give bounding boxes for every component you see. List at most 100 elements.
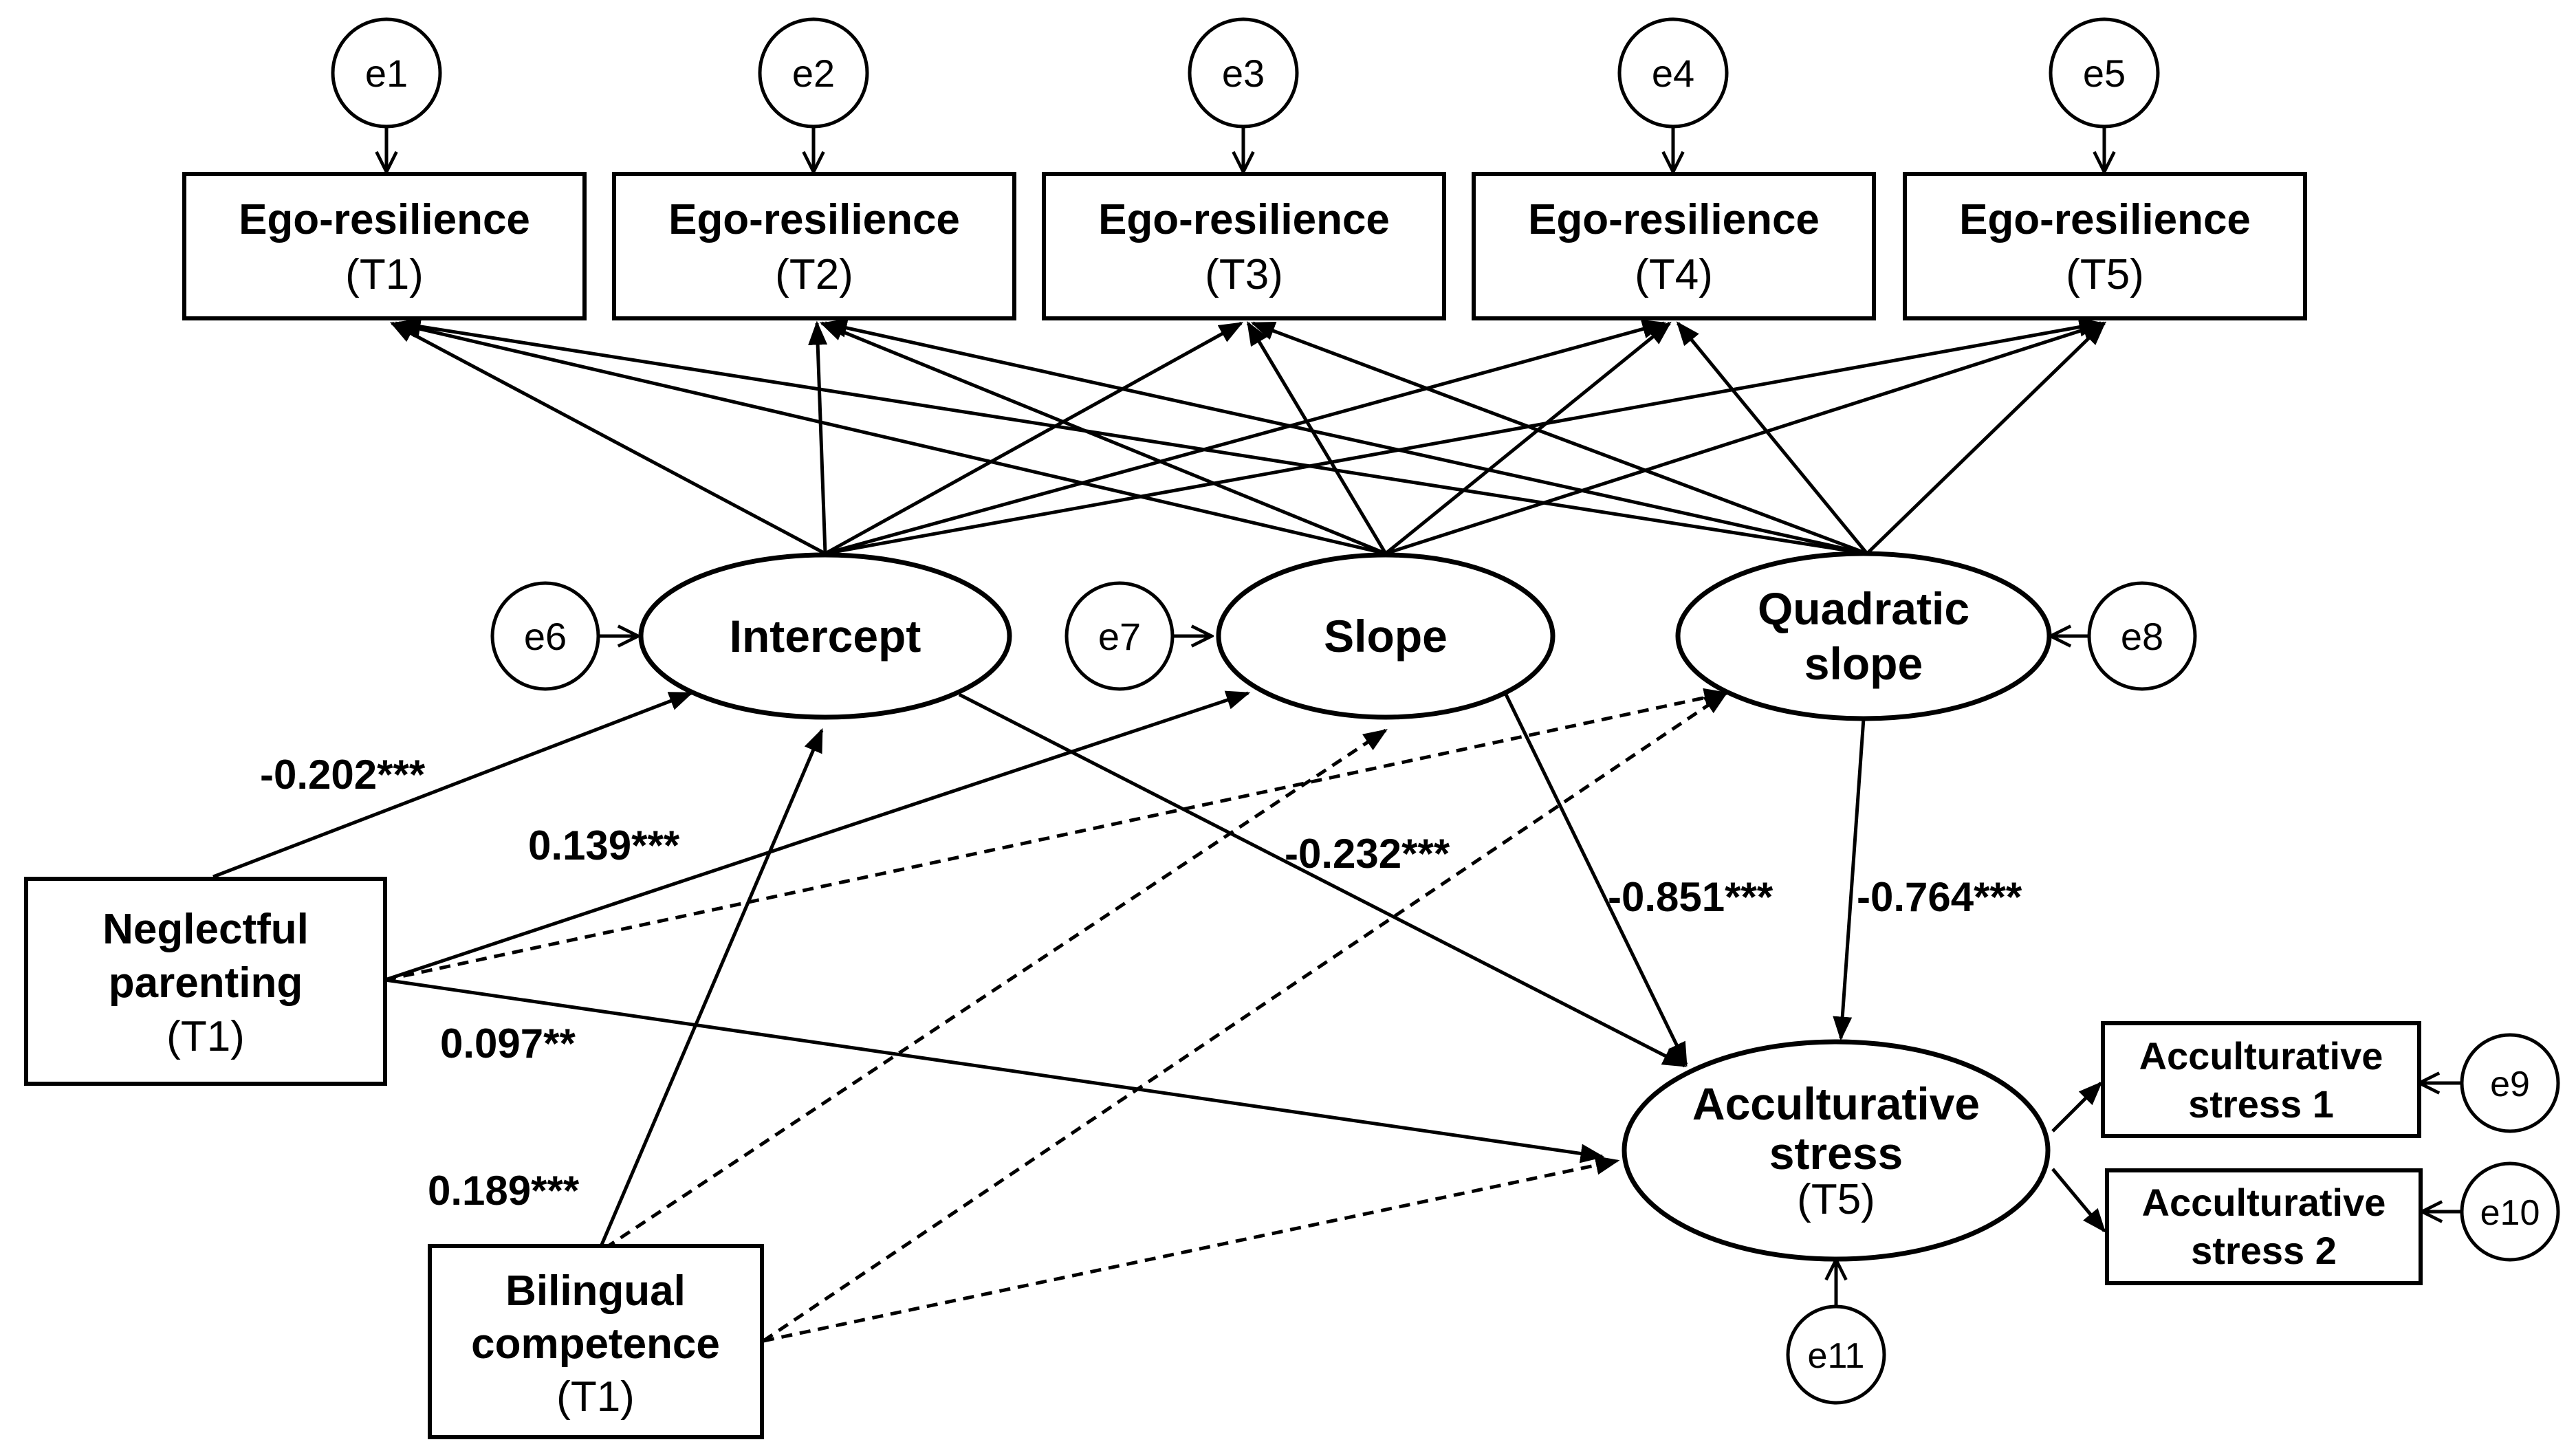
stress1-label-2: stress 1 xyxy=(2188,1082,2334,1126)
error-e6: e6 xyxy=(490,581,600,691)
loading-slope-t3 xyxy=(1246,320,1388,555)
neglectful-label-2: parenting xyxy=(109,959,303,1007)
error-e4: e4 xyxy=(1617,17,1729,129)
error-e4-label: e4 xyxy=(1652,52,1694,95)
path-intercept-stress xyxy=(958,692,1688,1068)
indicator-stress-2: Acculturative stress 2 xyxy=(2105,1168,2423,1285)
latent-intercept: Intercept xyxy=(638,552,1012,720)
error-e2-label: e2 xyxy=(792,52,835,95)
indicator-t5-title: Ego-resilience xyxy=(1959,196,2251,243)
neglectful-label-1: Neglectful xyxy=(102,906,309,953)
path-bilingual-intercept xyxy=(600,728,824,1245)
indicator-stress-1: Acculturative stress 1 xyxy=(2101,1021,2421,1138)
error-e2: e2 xyxy=(758,17,869,129)
error-e3-label: e3 xyxy=(1222,52,1265,95)
error-terms: e1 e2 e3 e4 e5 e6 e7 e8 xyxy=(331,17,2560,1405)
dashed-paths xyxy=(384,688,1729,1343)
error-e10: e10 xyxy=(2460,1161,2560,1262)
error-arrows-top xyxy=(386,127,2104,172)
loading-quad-t2 xyxy=(822,318,1868,556)
latent-slope: Slope xyxy=(1216,552,1556,720)
coef-slope-stress: -0.851*** xyxy=(1608,874,1773,920)
coef-quad-stress: -0.764*** xyxy=(1857,874,2022,920)
indicator-t4-time: (T4) xyxy=(1635,251,1713,298)
path-neglect-stress xyxy=(384,978,1605,1164)
loading-quad-t3 xyxy=(1250,321,1868,556)
indicator-t2-time: (T2) xyxy=(775,251,853,298)
path-bilingual-quad xyxy=(762,691,1728,1343)
loading-intercept-t5 xyxy=(825,317,2104,556)
loading-quad-t5 xyxy=(1866,321,2106,555)
error-e10-label: e10 xyxy=(2480,1193,2540,1233)
loading-intercept-t2 xyxy=(808,320,828,554)
predictors: Neglectful parenting (T1) Bilingual comp… xyxy=(24,877,764,1439)
error-e3: e3 xyxy=(1188,17,1299,129)
error-e1-label: e1 xyxy=(365,52,408,95)
path-neglect-quad xyxy=(384,688,1729,982)
loading-slope-t2 xyxy=(819,321,1386,556)
latent-quadratic-slope: Quadratic slope xyxy=(1675,551,2052,721)
error-e5: e5 xyxy=(2049,17,2160,129)
loading-intercept-t3 xyxy=(824,321,1244,556)
error-e7-label: e7 xyxy=(1098,615,1141,658)
coef-neglect-stress: 0.097** xyxy=(440,1020,576,1067)
indicator-t3-title: Ego-resilience xyxy=(1098,196,1390,243)
error-e8: e8 xyxy=(2087,581,2197,691)
loading-slope-t5 xyxy=(1385,320,2107,556)
loading-intercept-t1 xyxy=(389,321,827,556)
bilingual-label-1: Bilingual xyxy=(505,1267,686,1315)
loading-quad-t1 xyxy=(396,317,1868,556)
indicator-t2-title: Ego-resilience xyxy=(668,196,960,243)
latent-stress-label-2: stress xyxy=(1769,1128,1903,1179)
indicator-t4: Ego-resilience (T4) xyxy=(1472,172,1876,320)
path-bilingual-slope xyxy=(604,728,1388,1250)
path-slope-stress xyxy=(1504,693,1688,1067)
indicator-t4-title: Ego-resilience xyxy=(1528,196,1820,243)
coef-intercept-stress: -0.232*** xyxy=(1285,831,1450,877)
stress2-label-1: Acculturative xyxy=(2142,1181,2386,1224)
latent-factors: Intercept Slope Quadratic slope Accultur… xyxy=(638,551,2052,1262)
path-neglect-intercept xyxy=(212,691,694,879)
error-e11-label: e11 xyxy=(1808,1336,1865,1376)
loading-slope-t4 xyxy=(1384,321,1672,555)
coef-neglect-slope: 0.139*** xyxy=(528,822,680,868)
latent-stress-time: (T5) xyxy=(1797,1176,1875,1223)
structural-paths xyxy=(212,690,2106,1245)
indicator-t1-title: Ego-resilience xyxy=(239,196,530,243)
latent-quadratic-label-1: Quadratic xyxy=(1758,583,1969,634)
indicator-t1: Ego-resilience (T1) xyxy=(182,172,587,320)
loading-quad-t4 xyxy=(1676,321,1868,555)
latent-intercept-label: Intercept xyxy=(730,611,921,662)
latent-stress-label-1: Acculturative xyxy=(1692,1078,1980,1129)
bilingual-time: (T1) xyxy=(556,1373,635,1421)
error-e9: e9 xyxy=(2460,1033,2560,1133)
latent-slope-label: Slope xyxy=(1324,611,1448,662)
indicator-t5-time: (T5) xyxy=(2066,251,2144,298)
error-e7: e7 xyxy=(1065,581,1175,691)
error-e9-label: e9 xyxy=(2490,1064,2530,1104)
indicator-t3-time: (T3) xyxy=(1205,251,1283,298)
path-stress-indicator1 xyxy=(2051,1081,2103,1133)
coef-neglect-intercept: -0.202*** xyxy=(260,752,426,798)
error-e11: e11 xyxy=(1786,1304,1886,1405)
coef-bilingual-intercept: 0.189*** xyxy=(428,1168,580,1214)
predictor-bilingual-competence: Bilingual competence (T1) xyxy=(428,1244,764,1439)
path-quad-stress xyxy=(1833,718,1866,1041)
loading-intercept-t4 xyxy=(825,319,1667,556)
predictor-neglectful-parenting: Neglectful parenting (T1) xyxy=(24,877,387,1086)
neglectful-time: (T1) xyxy=(166,1013,245,1060)
path-bilingual-stress xyxy=(763,1155,1620,1343)
indicator-t5: Ego-resilience (T5) xyxy=(1903,172,2307,320)
stress-indicators: Acculturative stress 1 Acculturative str… xyxy=(2101,1021,2423,1285)
indicator-t3: Ego-resilience (T3) xyxy=(1042,172,1446,320)
path-neglect-slope xyxy=(384,690,1251,982)
bilingual-label-2: competence xyxy=(471,1320,720,1368)
latent-acculturative-stress: Acculturative stress (T5) xyxy=(1622,1039,2051,1262)
indicator-t1-time: (T1) xyxy=(345,251,424,298)
error-e6-label: e6 xyxy=(524,615,567,658)
factor-loadings xyxy=(389,317,2107,556)
error-e1: e1 xyxy=(331,17,442,129)
latent-quadratic-label-2: slope xyxy=(1804,638,1923,689)
